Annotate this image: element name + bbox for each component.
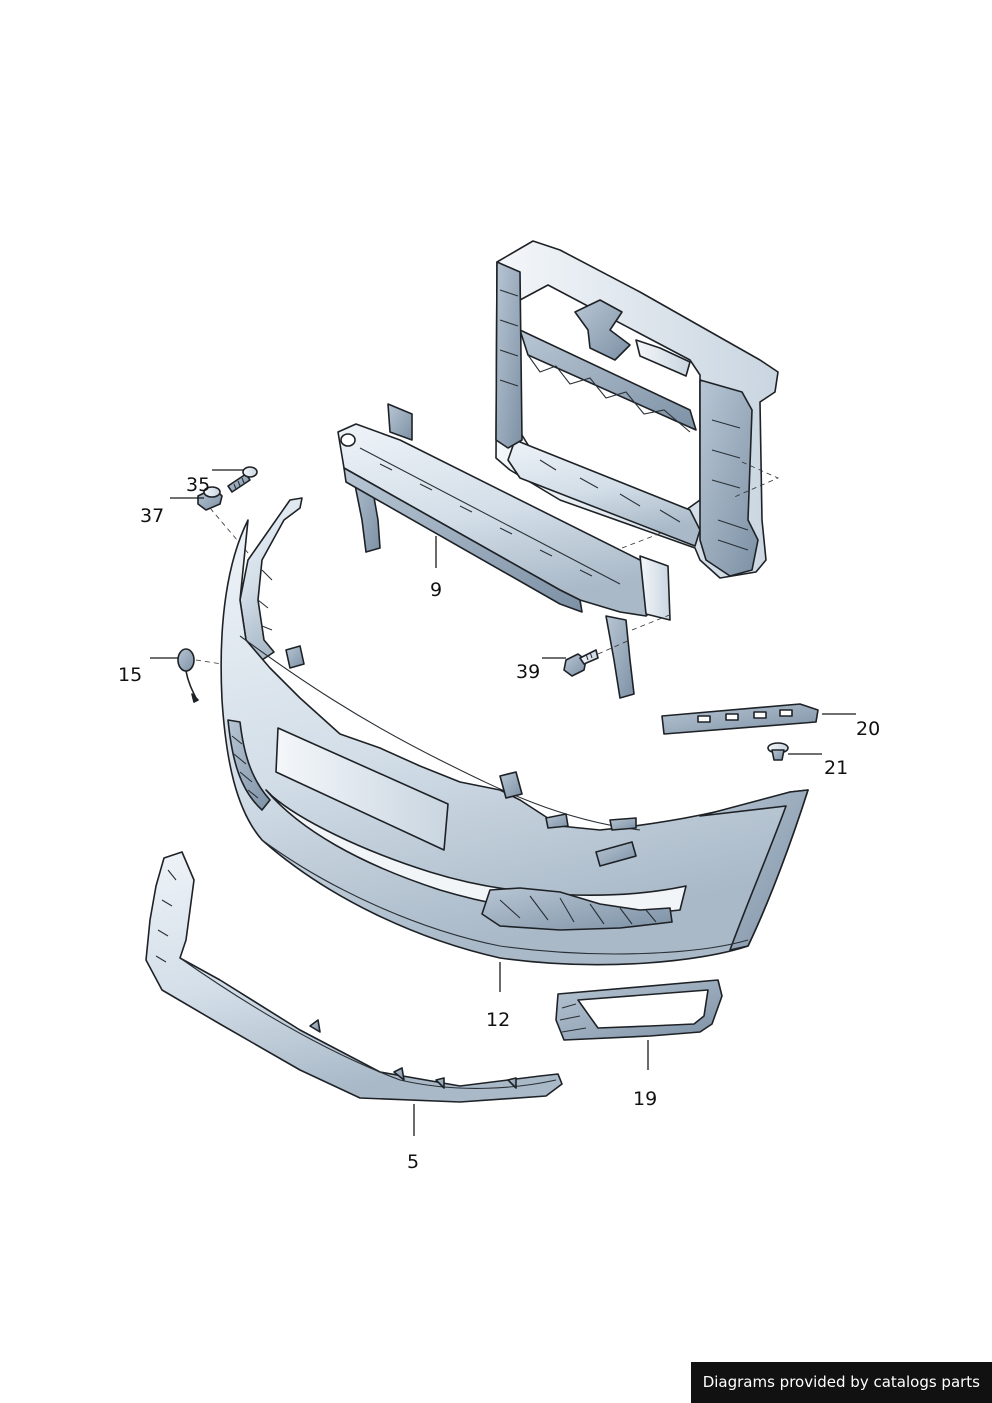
callout-20: 20 [856, 718, 880, 740]
credit-text: Diagrams provided by catalogs parts [702, 1373, 980, 1391]
bumper-cover [220, 497, 809, 966]
clip-21 [767, 742, 789, 761]
callout-12: 12 [486, 1009, 510, 1031]
callout-5: 5 [407, 1151, 419, 1173]
grille-19 [555, 979, 723, 1041]
callout-37: 37 [140, 505, 164, 527]
guide-bracket-20 [661, 703, 819, 735]
bolt-39 [563, 649, 599, 677]
spoiler-5 [145, 851, 563, 1103]
screw-35 [227, 466, 258, 493]
callout-9: 9 [430, 579, 442, 601]
clip-nut-37 [197, 486, 223, 511]
callout-39: 39 [516, 661, 540, 683]
callout-15: 15 [118, 664, 142, 686]
tow-eye-cap-15 [177, 648, 199, 703]
lock-carrier-frame [495, 240, 779, 579]
callout-19: 19 [633, 1088, 657, 1110]
callout-21: 21 [824, 757, 848, 779]
callout-35: 35 [186, 474, 210, 496]
bumper-reinforcement [337, 403, 671, 699]
credit-banner: Diagrams provided by catalogs parts [690, 1362, 992, 1403]
